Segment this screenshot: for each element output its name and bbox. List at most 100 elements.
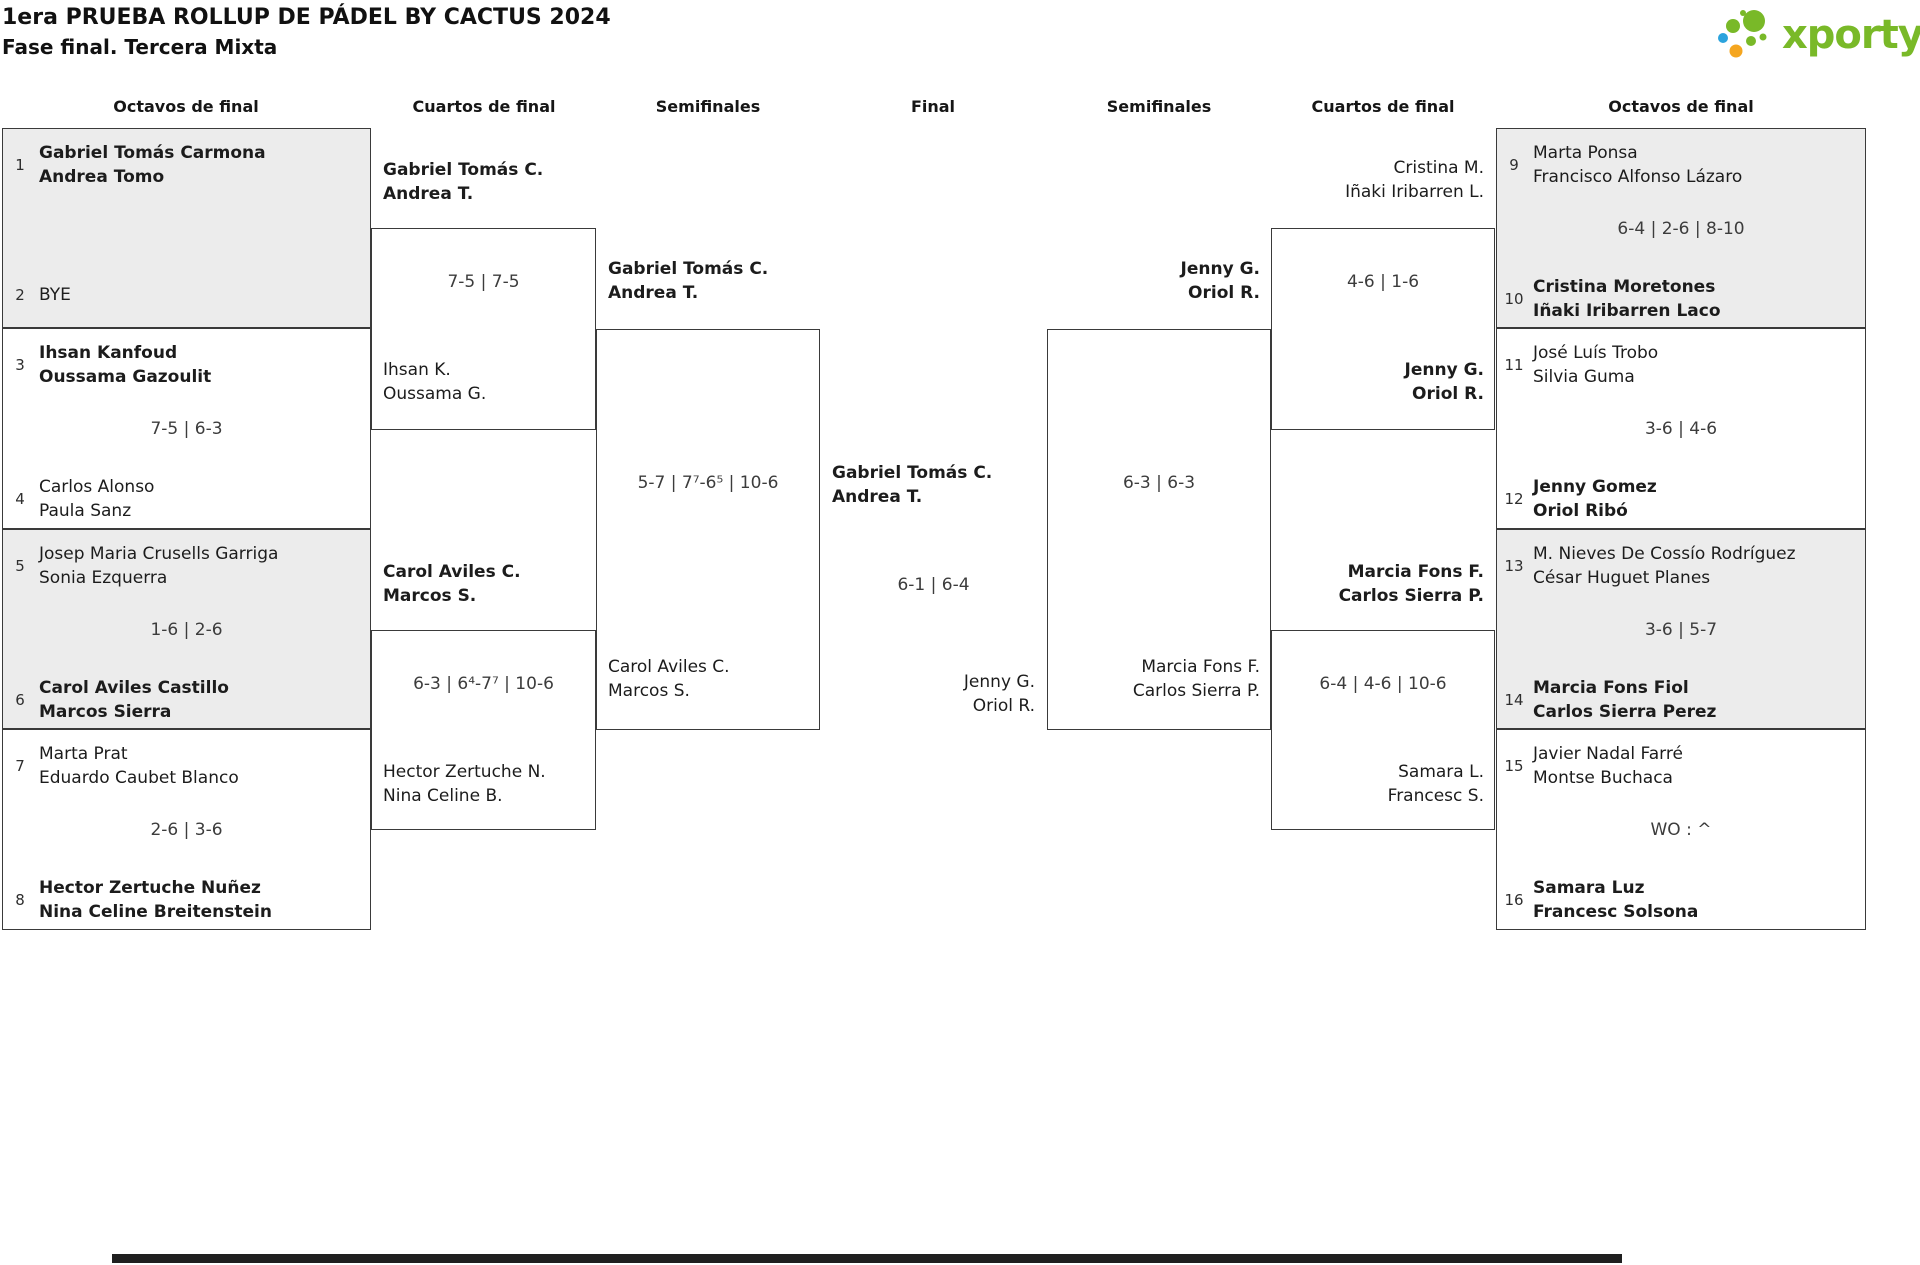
column-header-semifinales-right: Semifinales — [1106, 97, 1212, 116]
team-names: Marcia Fons Fiol Carlos Sierra Perez — [1533, 678, 1717, 722]
match-box-quarterfinal-left-2 — [371, 630, 596, 830]
team-row: 8 Hector Zertuche Nuñez Nina Celine Brei… — [9, 876, 272, 924]
page-title: 1era PRUEBA ROLLUP DE PÁDEL BY CACTUS 20… — [2, 5, 611, 30]
column-header-octavos-left: Octavos de final — [113, 97, 259, 116]
seed-number: 3 — [15, 356, 25, 374]
seed-number: 15 — [1504, 757, 1524, 775]
seed-number: 11 — [1504, 356, 1524, 374]
qf-left-2-winner: Carol Aviles C. Marcos S. — [383, 562, 521, 606]
team-names: Marta Ponsa Francisco Alfonso Lázaro — [1533, 143, 1743, 187]
team-row: 16 Samara Luz Francesc Solsona — [1503, 876, 1698, 924]
team-names: Marta Prat Eduardo Caubet Blanco — [39, 744, 239, 788]
team-names: Javier Nadal Farré Montse Buchaca — [1533, 744, 1683, 788]
qf-left-2-loser: Hector Zertuche N. Nina Celine B. — [383, 762, 546, 806]
match-score: 7-5 | 6-3 — [150, 419, 223, 439]
team-names: Ihsan Kanfoud Oussama Gazoulit — [39, 343, 212, 387]
final-score: 6-1 | 6-4 — [897, 575, 970, 595]
qf-left-2-score: 6-3 | 6⁴-7⁷ | 10-6 — [413, 674, 554, 694]
team-row: 5 Josep Maria Crusells Garriga Sonia Ezq… — [9, 542, 278, 590]
seed-number: 12 — [1504, 490, 1524, 508]
match-box-octavos-2: 3 Ihsan Kanfoud Oussama Gazoulit 7-5 | 6… — [2, 328, 371, 529]
qf-right-1-winner: Jenny G. Oriol R. — [1404, 360, 1484, 404]
match-score: WO : ^ — [1650, 820, 1712, 840]
match-box-quarterfinal-right-1 — [1271, 228, 1495, 430]
team-names: Jenny Gomez Oriol Ribó — [1533, 477, 1657, 521]
team-names: José Luís Trobo Silvia Guma — [1533, 343, 1659, 387]
match-box-octavos-7: 13 M. Nieves De Cossío Rodríguez César H… — [1496, 529, 1866, 729]
team-row: 3 Ihsan Kanfoud Oussama Gazoulit — [9, 341, 211, 389]
team-names: Hector Zertuche Nuñez Nina Celine Breite… — [39, 878, 272, 922]
seed-number: 4 — [15, 490, 25, 508]
team-names: Gabriel Tomás Carmona Andrea Tomo — [39, 143, 266, 187]
team-row: 11 José Luís Trobo Silvia Guma — [1503, 341, 1658, 389]
seed-number: 6 — [15, 691, 25, 709]
column-header-octavos-right: Octavos de final — [1608, 97, 1754, 116]
team-row: 7 Marta Prat Eduardo Caubet Blanco — [9, 742, 239, 790]
team-row: 10 Cristina Moretones Iñaki Iribarren La… — [1503, 275, 1721, 323]
seed-number: 1 — [15, 156, 25, 174]
match-box-semifinal-left — [596, 329, 820, 730]
team-names: BYE — [39, 285, 71, 305]
team-names: Carlos Alonso Paula Sanz — [39, 477, 155, 521]
team-row: 9 Marta Ponsa Francisco Alfonso Lázaro — [1503, 141, 1742, 189]
match-box-octavos-4: 7 Marta Prat Eduardo Caubet Blanco 2-6 |… — [2, 729, 371, 930]
xporty-logo-mark — [1718, 10, 1767, 58]
match-box-octavos-6: 11 José Luís Trobo Silvia Guma 3-6 | 4-6… — [1496, 328, 1866, 529]
xporty-logo: xporty — [1718, 6, 1920, 64]
qf-right-2-loser: Samara L. Francesc S. — [1387, 762, 1484, 806]
team-names: Carol Aviles Castillo Marcos Sierra — [39, 678, 229, 722]
match-score: 3-6 | 5-7 — [1644, 620, 1718, 640]
seed-number: 7 — [15, 757, 25, 775]
sf-right-winner: Jenny G. Oriol R. — [1180, 259, 1260, 303]
column-header-cuartos-left: Cuartos de final — [412, 97, 556, 116]
column-header-semifinales-left: Semifinales — [655, 97, 761, 116]
sf-left-winner: Gabriel Tomás C. Andrea T. — [608, 259, 769, 303]
seed-number: 16 — [1504, 891, 1524, 909]
seed-number: 13 — [1504, 557, 1524, 575]
seed-number: 5 — [15, 557, 25, 575]
seed-number: 9 — [1509, 156, 1519, 174]
horizontal-scrollbar-thumb[interactable] — [112, 1254, 1622, 1263]
match-box-octavos-5: 9 Marta Ponsa Francisco Alfonso Lázaro 6… — [1496, 128, 1866, 328]
team-row: 2 BYE — [9, 283, 71, 307]
match-box-semifinal-right — [1047, 329, 1271, 730]
qf-left-1-loser: Ihsan K. Oussama G. — [383, 360, 487, 404]
sf-left-score: 5-7 | 7⁷-6⁵ | 10-6 — [637, 473, 779, 493]
team-names: Cristina Moretones Iñaki Iribarren Laco — [1533, 277, 1721, 321]
team-row: 4 Carlos Alonso Paula Sanz — [9, 475, 154, 523]
qf-right-2-score: 6-4 | 4-6 | 10-6 — [1319, 674, 1447, 694]
column-header-final: Final — [910, 97, 956, 116]
match-score: 2-6 | 3-6 — [150, 820, 223, 840]
sf-right-score: 6-3 | 6-3 — [1122, 473, 1196, 493]
qf-right-1-loser: Cristina M. Iñaki Iribarren L. — [1345, 158, 1484, 202]
team-row: 15 Javier Nadal Farré Montse Buchaca — [1503, 742, 1683, 790]
final-runner-up: Jenny G. Oriol R. — [963, 672, 1035, 716]
xporty-logo-text: xporty — [1782, 12, 1920, 58]
team-row: 13 M. Nieves De Cossío Rodríguez César H… — [1503, 542, 1795, 590]
seed-number: 8 — [15, 891, 25, 909]
match-box-quarterfinal-right-2 — [1271, 630, 1495, 830]
match-box-octavos-1: 1 Gabriel Tomás Carmona Andrea Tomo 2 BY… — [2, 128, 371, 328]
match-score: 6-4 | 2-6 | 8-10 — [1617, 219, 1745, 239]
seed-number: 10 — [1504, 290, 1524, 308]
match-box-quarterfinal-left-1 — [371, 228, 596, 430]
column-header-cuartos-right: Cuartos de final — [1311, 97, 1455, 116]
seed-number: 14 — [1504, 691, 1524, 709]
team-row: 6 Carol Aviles Castillo Marcos Sierra — [9, 676, 229, 724]
sf-left-loser: Carol Aviles C. Marcos S. — [608, 657, 730, 701]
match-box-octavos-8: 15 Javier Nadal Farré Montse Buchaca WO … — [1496, 729, 1866, 930]
seed-number: 2 — [15, 286, 25, 304]
sf-right-loser: Marcia Fons F. Carlos Sierra P. — [1132, 657, 1260, 701]
qf-left-1-score: 7-5 | 7-5 — [447, 272, 520, 292]
team-names: Samara Luz Francesc Solsona — [1533, 878, 1699, 922]
qf-right-1-score: 4-6 | 1-6 — [1346, 272, 1420, 292]
match-score: 1-6 | 2-6 — [150, 620, 223, 640]
final-winner: Gabriel Tomás C. Andrea T. — [832, 463, 993, 507]
page-subtitle: Fase final. Tercera Mixta — [2, 35, 278, 59]
team-row: 14 Marcia Fons Fiol Carlos Sierra Perez — [1503, 676, 1716, 724]
match-score: 3-6 | 4-6 — [1644, 419, 1718, 439]
team-names: Josep Maria Crusells Garriga Sonia Ezque… — [39, 544, 279, 588]
match-box-octavos-3: 5 Josep Maria Crusells Garriga Sonia Ezq… — [2, 529, 371, 729]
team-row: 12 Jenny Gomez Oriol Ribó — [1503, 475, 1657, 523]
qf-right-2-winner: Marcia Fons F. Carlos Sierra P. — [1338, 562, 1484, 606]
